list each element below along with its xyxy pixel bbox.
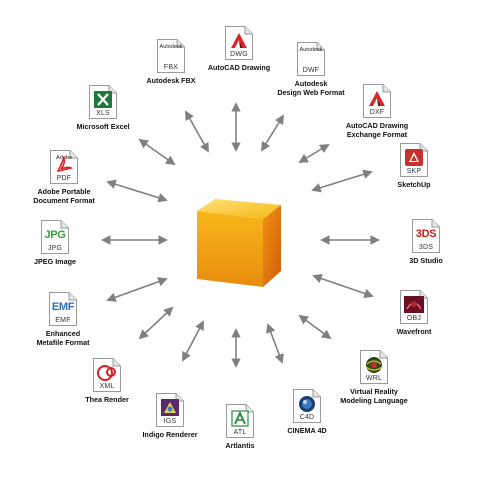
brand-text: Autodesk <box>159 44 183 50</box>
format-item-dxf: DXF AutoCAD Drawing Exchange Format <box>322 83 432 139</box>
3ds-text-icon: 3DS <box>415 227 437 240</box>
format-item-emf: EMF EMF Enhanced Metafile Format <box>8 291 118 347</box>
format-label: Enhanced Metafile Format <box>36 329 90 347</box>
format-label: AutoCAD Drawing Exchange Format <box>345 121 409 139</box>
format-item-dwg: DWG AutoCAD Drawing <box>184 25 294 72</box>
format-label: Artlantis <box>225 441 255 450</box>
conversion-arrow <box>312 273 374 299</box>
brand-text: Autodesk <box>299 47 323 53</box>
file-extension: FBX <box>163 64 179 71</box>
format-label: Microsoft Excel <box>76 122 130 131</box>
format-label: Thea Render <box>85 395 129 404</box>
format-item-atl: ATL Artlantis <box>185 403 295 450</box>
autocad-a-icon-glyph <box>369 91 385 106</box>
indigo-renderer-icon-glyph <box>161 399 179 416</box>
format-label: JPEG Image <box>34 257 76 266</box>
format-label: Autodesk FBX <box>146 76 196 85</box>
format-item-obj: OBJ Wavefront <box>359 289 469 336</box>
cinema4d-sphere-icon: C4D <box>292 388 322 424</box>
autocad-a-icon-glyph <box>231 33 247 48</box>
format-item-c4d: C4D CINEMA 4D <box>252 388 362 435</box>
file-extension: 3DS <box>418 244 434 251</box>
format-item-xml: XML Thea Render <box>52 357 162 404</box>
file-extension: XML <box>99 383 115 390</box>
file-extension: PDF <box>56 175 72 182</box>
format-label: SketchUp <box>397 180 431 189</box>
conversion-arrow <box>260 114 285 152</box>
conversion-arrow <box>298 314 332 340</box>
conversion-arrow <box>266 323 284 364</box>
indigo-renderer-icon: IGS <box>155 392 185 428</box>
conversion-arrow <box>138 306 174 340</box>
conversion-arrow <box>185 110 209 153</box>
format-label: Autodesk Design Web Format <box>277 79 345 97</box>
format-label: Virtual Reality Modeling Language <box>340 387 408 405</box>
cinema4d-sphere-icon-glyph <box>299 396 315 412</box>
sketchup-icon-glyph <box>405 149 423 166</box>
conversion-arrow <box>106 277 168 302</box>
conversion-arrow <box>298 144 330 163</box>
format-label: 3D Studio <box>409 256 443 265</box>
format-label: Adobe Portable Document Format <box>33 187 95 205</box>
artlantis-icon-glyph <box>231 410 249 427</box>
file-extension: XLS <box>96 110 110 117</box>
file-extension: EMF <box>55 317 71 324</box>
format-item-skp: SKP SketchUp <box>359 142 469 189</box>
file-extension: DXF <box>369 109 385 116</box>
sketchup-icon: SKP <box>399 142 429 178</box>
adobe-pdf-icon-glyph <box>56 155 74 173</box>
jpg-text-icon: JPG JPG <box>40 219 70 255</box>
wavefront-logo-icon: OBJ <box>399 289 429 325</box>
conversion-arrow <box>182 320 204 362</box>
file-extension: OBJ <box>406 315 422 322</box>
conversion-arrow <box>106 179 168 203</box>
file-extension: C4D <box>299 414 315 421</box>
emf-text-icon: EMF <box>51 300 75 313</box>
file-extension: SKP <box>406 168 422 175</box>
conversion-arrow <box>138 138 176 166</box>
wavefront-logo-icon-glyph <box>404 296 424 313</box>
thea-render-icon: XML <box>92 357 122 393</box>
conversion-arrow <box>311 169 373 193</box>
3ds-text-icon: 3DS 3DS <box>411 218 441 254</box>
format-item-wrl: WRL Virtual Reality Modeling Language <box>319 349 429 405</box>
format-item-jpg: JPG JPG JPEG Image <box>0 219 110 266</box>
vrml-globe-icon: WRL <box>359 349 389 385</box>
emf-text-icon: EMF EMF <box>48 291 78 327</box>
excel-x-icon-glyph <box>94 91 112 108</box>
artlantis-icon: ATL <box>225 403 255 439</box>
jpg-text-icon: JPG <box>44 228 66 241</box>
thea-render-icon-glyph <box>97 365 116 381</box>
file-extension: DWG <box>230 51 248 58</box>
file-extension: JPG <box>47 245 63 252</box>
excel-x-icon: XLS <box>88 84 118 120</box>
format-label: Wavefront <box>396 327 432 336</box>
format-label: Indigo Renderer <box>142 430 198 439</box>
file-extension: WRL <box>365 375 383 382</box>
autocad-a-icon: DXF <box>362 83 392 119</box>
format-label: CINEMA 4D <box>287 426 327 435</box>
file-extension: IGS <box>163 418 177 425</box>
format-item-3ds: 3DS 3DS 3D Studio <box>371 218 480 265</box>
format-label: AutoCAD Drawing <box>207 63 271 72</box>
format-item-igs: IGS Indigo Renderer <box>115 392 225 439</box>
format-item-xls: XLS Microsoft Excel <box>48 84 158 131</box>
central-cube <box>193 197 283 289</box>
file-extension: ATL <box>233 429 247 436</box>
vrml-globe-icon-glyph <box>365 357 383 373</box>
file-extension: DWF <box>302 67 320 74</box>
autocad-a-icon: DWG <box>224 25 254 61</box>
